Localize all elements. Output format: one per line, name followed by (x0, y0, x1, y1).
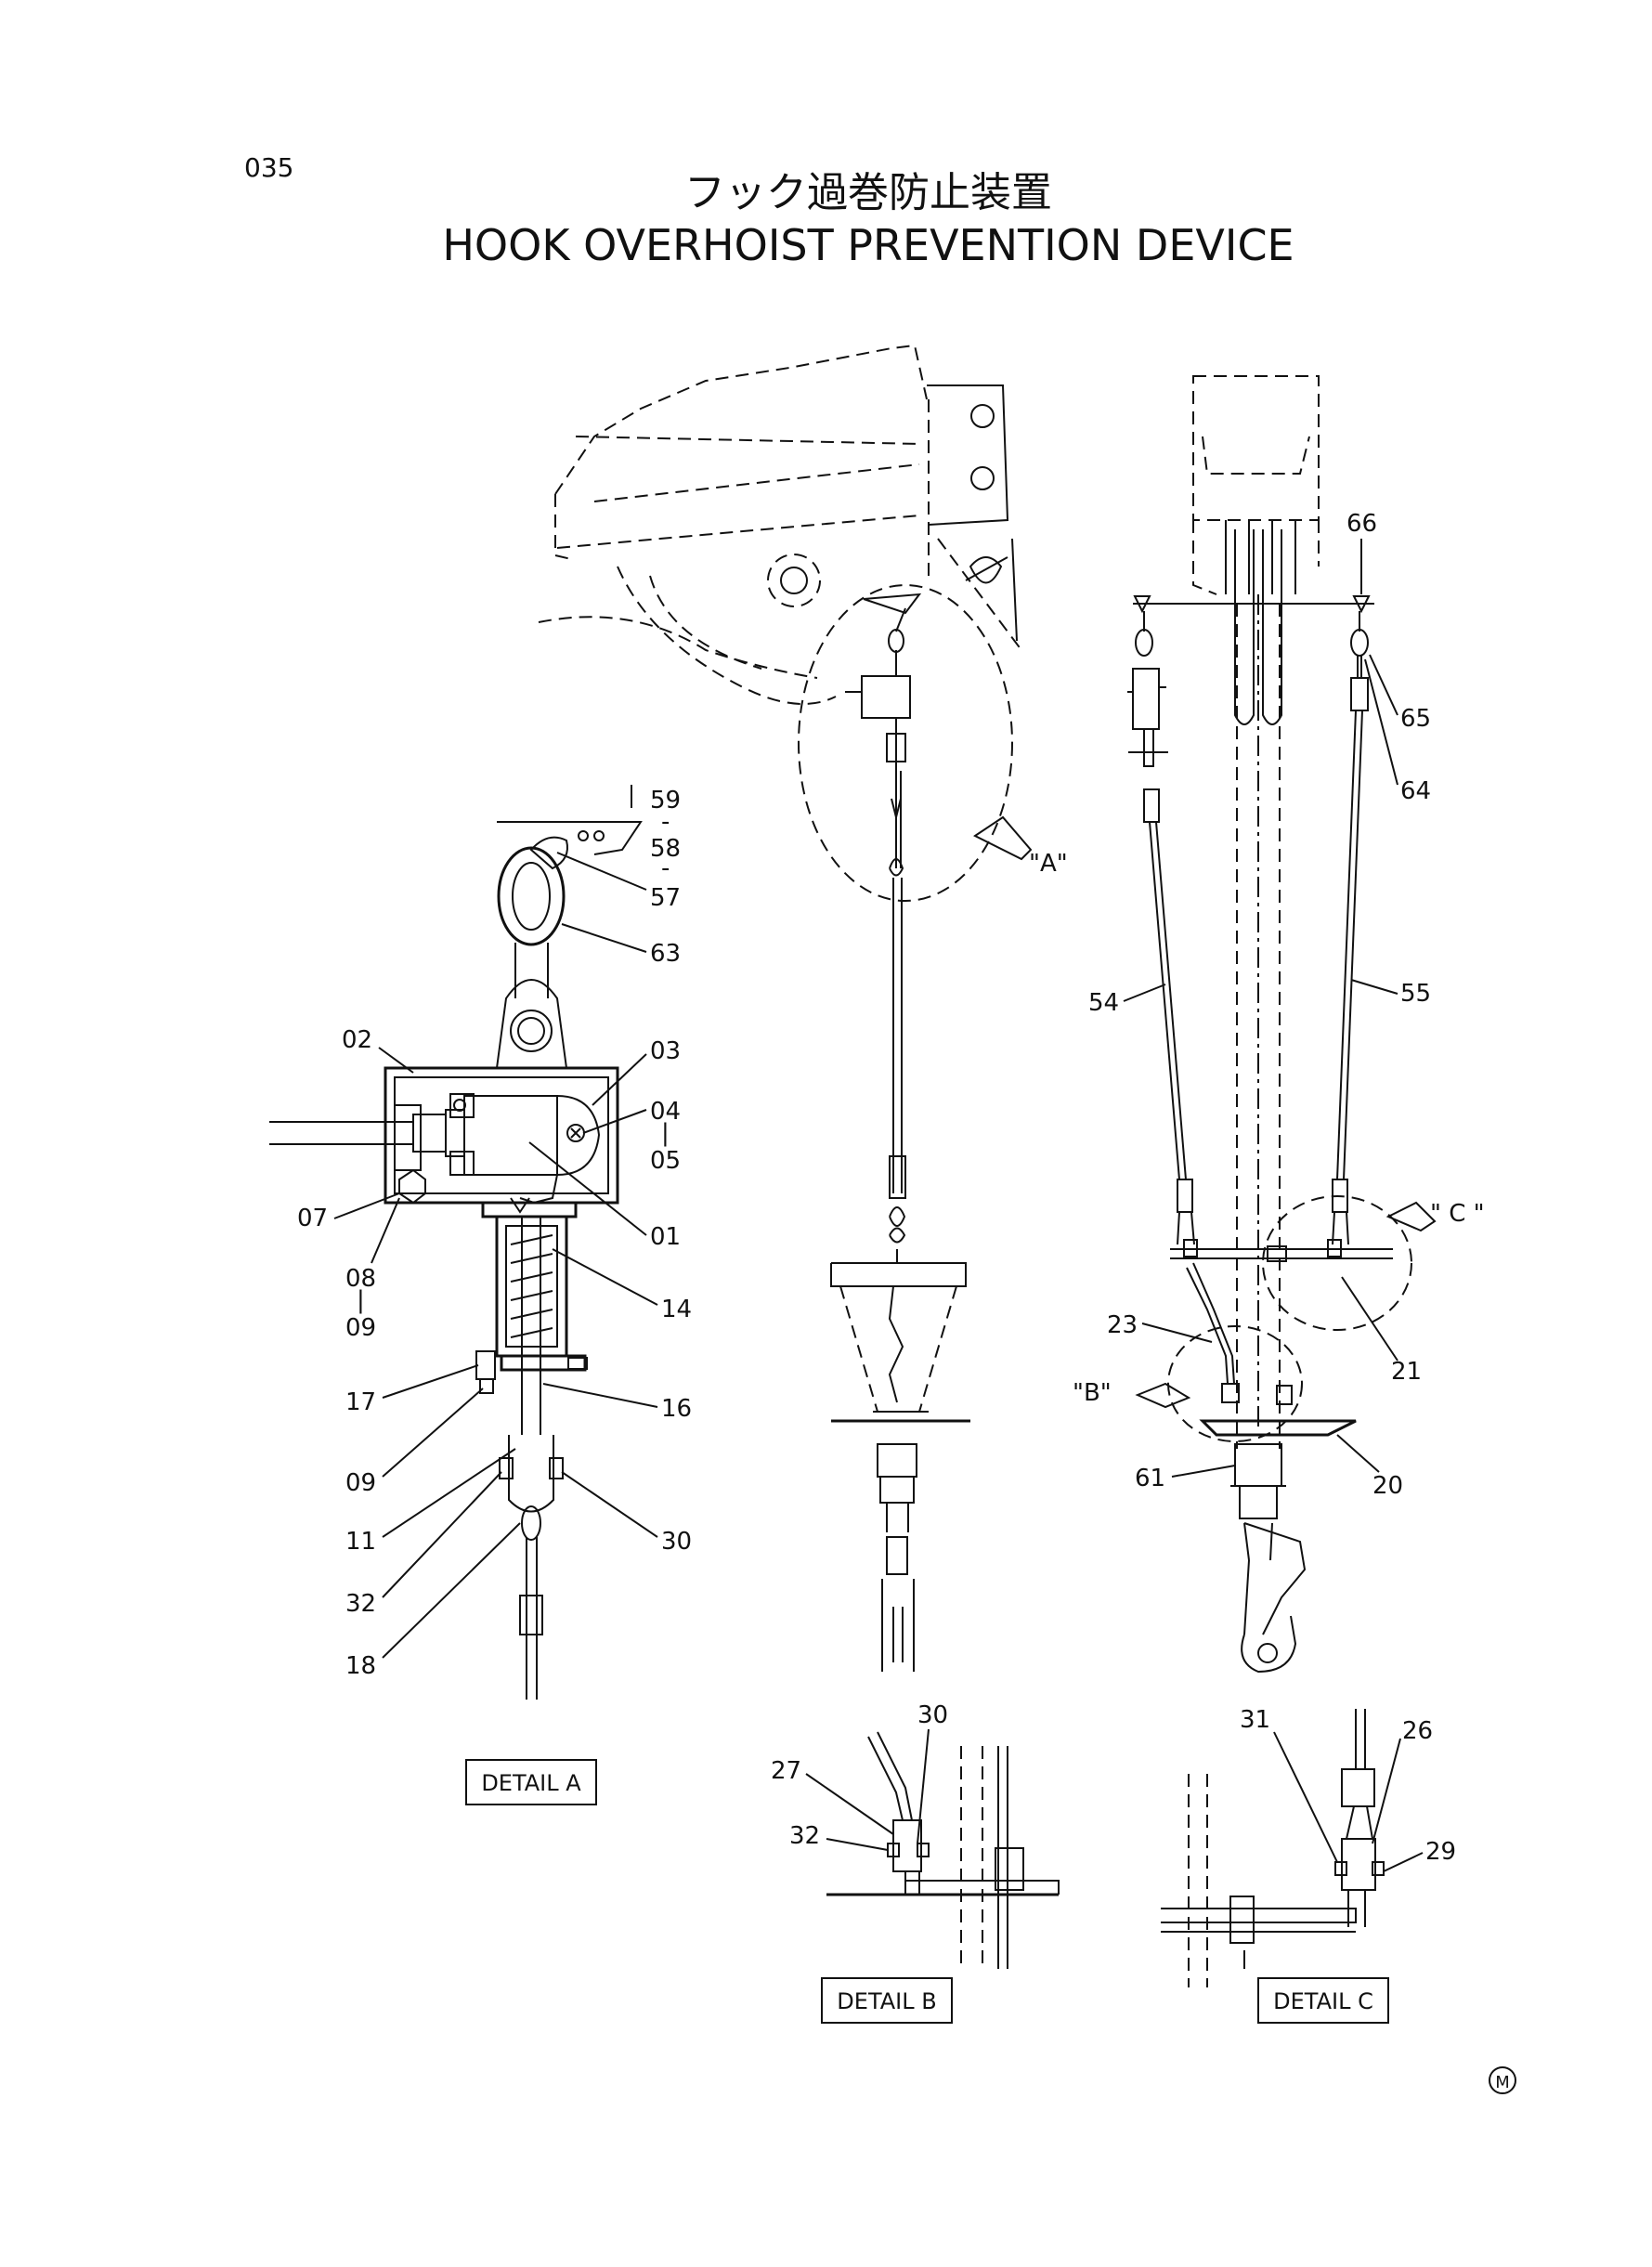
detail-c-tag (1257, 1977, 1389, 2024)
view-marker-c: " C " (1430, 1200, 1485, 1228)
part-label-65: 65 (1400, 705, 1431, 733)
detail-b-title: DETAIL B (837, 1988, 936, 2014)
view-marker-a: "A" (1029, 850, 1068, 878)
detail-b-drawing (826, 1731, 1060, 1969)
detail-a-tag (465, 1759, 597, 1805)
svg-text:|: | (661, 1119, 670, 1147)
detail-b-callout-circle (1167, 1325, 1303, 1442)
detail-a-callout-circle (798, 584, 1013, 902)
view-a-arrow (973, 815, 1033, 861)
part-label-58: 58 (650, 835, 681, 863)
side-view-limit-switch-assembly (830, 593, 970, 1672)
part-label-30-detail-b: 30 (917, 1701, 948, 1729)
part-label-64: 64 (1400, 777, 1431, 805)
part-label-07: 07 (297, 1205, 328, 1232)
front-view-boom-assembly (1127, 375, 1393, 1674)
detail-c-callout-circle (1262, 1195, 1412, 1331)
boom-head-side-view (538, 344, 1022, 705)
svg-text:|: | (357, 1286, 365, 1314)
part-label-20: 20 (1372, 1472, 1403, 1500)
detail-a-drawing (269, 785, 643, 1700)
part-label-05: 05 (650, 1147, 681, 1175)
part-label-21: 21 (1391, 1358, 1422, 1386)
part-label-04: 04 (650, 1098, 681, 1126)
svg-text:-: - (661, 854, 670, 882)
part-label-29: 29 (1425, 1838, 1456, 1866)
title-english: HOOK OVERHOIST PREVENTION DEVICE (442, 220, 1294, 270)
part-label-63: 63 (650, 940, 681, 968)
part-label-03: 03 (650, 1037, 681, 1065)
page-number: 035 (244, 152, 293, 183)
part-label-01: 01 (650, 1223, 681, 1251)
view-c-arrow (1385, 1201, 1437, 1232)
part-label-30: 30 (661, 1528, 692, 1556)
part-label-55: 55 (1400, 980, 1431, 1008)
part-label-27: 27 (771, 1757, 801, 1785)
detail-c-title: DETAIL C (1273, 1988, 1373, 2014)
part-label-32-detail-b: 32 (789, 1822, 820, 1850)
part-label-57: 57 (650, 884, 681, 912)
part-label-18: 18 (345, 1652, 376, 1680)
part-label-61: 61 (1135, 1465, 1165, 1492)
part-label-32: 32 (345, 1590, 376, 1618)
corner-mark-circle (1489, 2066, 1516, 2094)
part-label-17: 17 (345, 1388, 376, 1416)
part-label-09-upper: 09 (345, 1314, 376, 1342)
part-label-08: 08 (345, 1265, 376, 1293)
title-japanese: フック過巻防止装置 (684, 169, 1052, 216)
view-marker-b: "B" (1073, 1379, 1112, 1407)
part-label-14: 14 (661, 1296, 692, 1323)
svg-text:-: - (661, 808, 670, 836)
view-b-arrow (1135, 1382, 1191, 1409)
detail-c-drawing (1161, 1709, 1385, 1987)
detail-b-tag (821, 1977, 953, 2024)
part-label-16: 16 (661, 1395, 692, 1423)
part-label-02: 02 (342, 1026, 372, 1054)
detail-a-title: DETAIL A (481, 1770, 581, 1796)
part-label-23: 23 (1107, 1311, 1138, 1339)
corner-mark: M (1495, 2073, 1510, 2092)
part-label-26: 26 (1402, 1717, 1433, 1745)
part-label-11: 11 (345, 1528, 376, 1556)
part-label-66: 66 (1346, 510, 1377, 538)
part-label-59: 59 (650, 787, 681, 814)
part-label-54: 54 (1088, 989, 1119, 1017)
part-label-09-lower: 09 (345, 1469, 376, 1497)
part-label-31: 31 (1240, 1706, 1270, 1734)
